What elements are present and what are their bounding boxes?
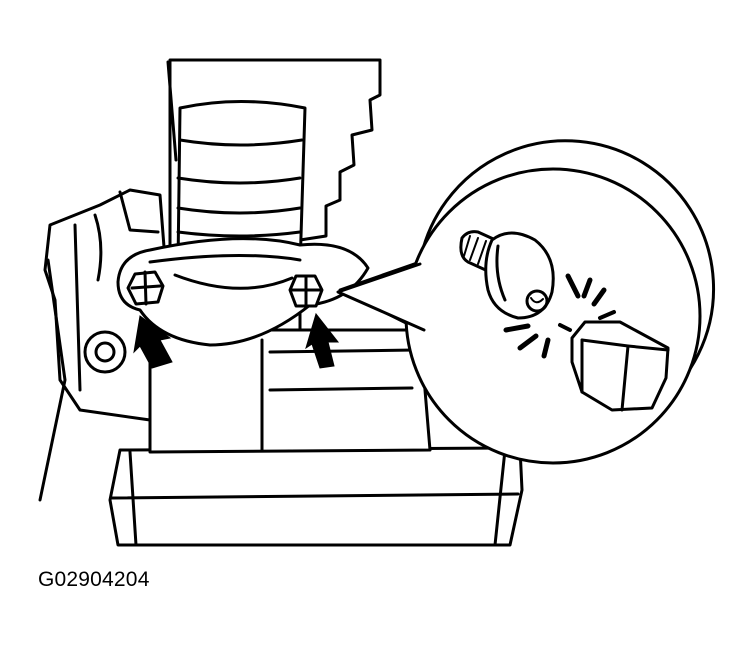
arrow-up-right-icon	[305, 312, 340, 369]
arrow-up-right-icon	[133, 315, 173, 369]
callout-arrows	[133, 312, 340, 369]
left-clamp-bolt	[126, 270, 165, 306]
left-bracket	[38, 188, 167, 502]
magnified-bolt-detail-icon	[336, 139, 716, 465]
column-body	[148, 328, 432, 454]
figure-code: G02904204	[38, 568, 150, 591]
right-clamp-bolt	[288, 274, 324, 308]
break-burst-lines	[503, 273, 616, 359]
lower-housing	[108, 446, 524, 547]
